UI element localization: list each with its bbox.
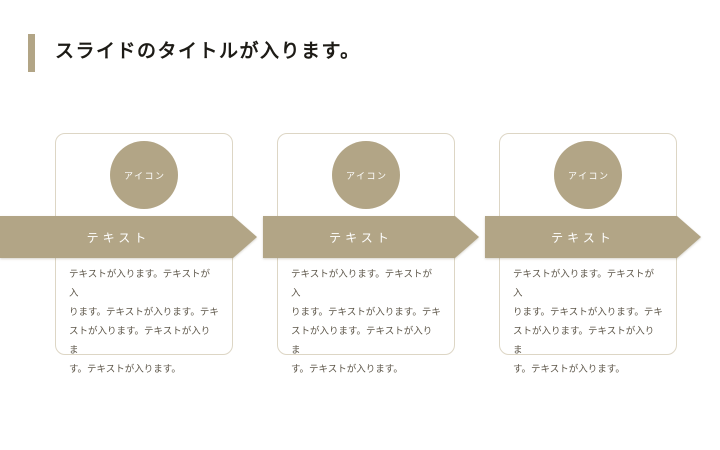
card-body-text: テキストが入ります。テキストが入 ります。テキストが入ります。テキ ストが入りま… <box>291 269 441 375</box>
arrow-body: テキスト <box>263 216 455 258</box>
arrow-body: テキスト <box>485 216 677 258</box>
arrow-tip-icon <box>677 216 701 258</box>
card-body-text: テキストが入ります。テキストが入 ります。テキストが入ります。テキ ストが入りま… <box>69 269 219 375</box>
icon-placeholder-label: アイコン <box>345 170 388 181</box>
card-body-text: テキストが入ります。テキストが入 ります。テキストが入ります。テキ ストが入りま… <box>513 269 663 375</box>
slide-title: スライドのタイトルが入ります。 <box>55 41 361 62</box>
arrow-banner-3: テキスト <box>485 216 701 258</box>
arrow-tip-icon <box>455 216 479 258</box>
arrow-banner-1: テキスト <box>0 216 257 258</box>
icon-placeholder-label: アイコン <box>123 170 166 181</box>
arrow-label: テキスト <box>551 230 615 245</box>
title-accent-bar <box>28 34 35 72</box>
icon-placeholder-label: アイコン <box>567 170 610 181</box>
icon-circle: アイコン <box>110 141 178 209</box>
arrow-banner-2: テキスト <box>263 216 479 258</box>
arrow-label: テキスト <box>86 230 151 245</box>
arrow-body: テキスト <box>0 216 233 258</box>
icon-circle: アイコン <box>332 141 400 209</box>
icon-circle: アイコン <box>554 141 622 209</box>
arrow-label: テキスト <box>329 230 393 245</box>
arrow-tip-icon <box>233 216 257 258</box>
